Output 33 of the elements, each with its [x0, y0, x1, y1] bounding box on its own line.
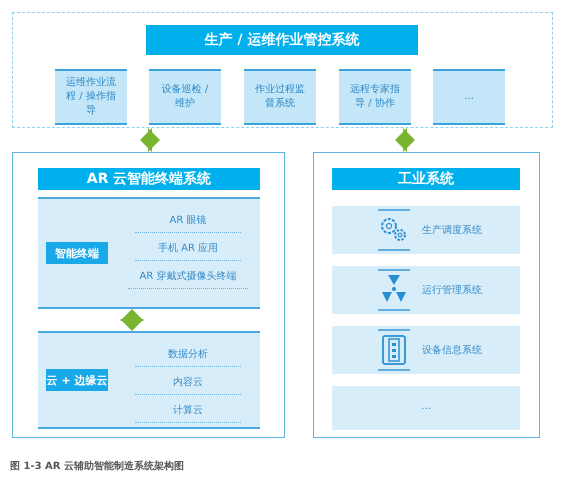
- list-item: AR 眼镜: [135, 207, 241, 233]
- module-tile: 设备巡检 / 维护: [149, 69, 221, 125]
- category-label: 云 + 边缘云: [46, 369, 108, 391]
- double-arrow: [140, 128, 160, 152]
- double-arrow: [395, 128, 415, 152]
- system-row: [332, 206, 520, 254]
- module-tile: 运维作业流程 / 操作指导: [55, 69, 127, 125]
- list-item: 计算云: [135, 397, 241, 423]
- system-frame: [313, 152, 540, 438]
- list-item: 手机 AR 应用: [135, 235, 241, 261]
- list-item: AR 穿戴式摄像头终端: [128, 263, 248, 289]
- module-tile: 作业过程监督系统: [244, 69, 316, 125]
- system-row: [332, 386, 520, 430]
- system-name: 运行管理系统: [422, 284, 482, 297]
- ellipsis-text: …: [420, 401, 432, 412]
- layer-panel: [38, 197, 260, 309]
- list-item: 内容云: [135, 369, 241, 395]
- figure-caption: 图 1-3 AR 云辅助智能制造系统架构图: [10, 460, 184, 473]
- module-tile: 远程专家指导 / 协作: [339, 69, 411, 125]
- system-row: [332, 326, 520, 374]
- heading-bar: 生产 / 运维作业管控系统: [146, 25, 418, 55]
- double-arrow: [120, 309, 144, 331]
- heading-bar: 工业系统: [332, 168, 520, 190]
- system-name: 生产调度系统: [422, 224, 482, 237]
- dashed-frame: [12, 12, 553, 128]
- category-label: 智能终端: [46, 242, 108, 264]
- heading-bar: AR 云智能终端系统: [38, 168, 260, 190]
- list-item: 数据分析: [135, 341, 241, 367]
- system-row: [332, 266, 520, 314]
- layer-panel: [38, 331, 260, 429]
- module-tile: …: [433, 69, 505, 125]
- system-name: 设备信息系统: [422, 344, 482, 357]
- system-frame: [12, 152, 285, 438]
